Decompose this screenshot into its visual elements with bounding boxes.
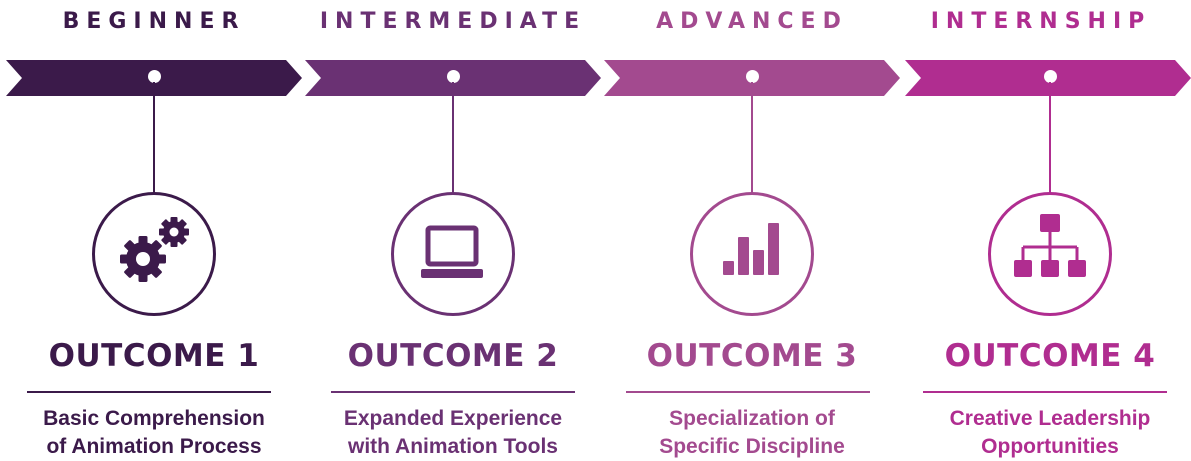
icon-circle — [690, 192, 814, 316]
stage-label: INTERMEDIATE — [319, 9, 587, 34]
timeline-node — [447, 70, 460, 83]
divider — [27, 391, 271, 393]
divider — [923, 391, 1167, 393]
connector-line — [751, 82, 753, 196]
icon-circle — [92, 192, 216, 316]
stage-label: INTERNSHIP — [930, 9, 1152, 34]
outcome-description: Expanded Experience with Animation Tools — [303, 405, 603, 461]
stage-internship: INTERNSHIP OUTCOME 4 — [891, 0, 1191, 459]
bar-chart-icon — [723, 223, 779, 275]
divider — [626, 391, 870, 393]
timeline-node — [746, 70, 759, 83]
connector-line — [153, 82, 155, 196]
org-chart-icon — [1014, 214, 1086, 277]
outcome-description: Basic Comprehension of Animation Process — [4, 405, 304, 461]
description-line: Basic Comprehension — [43, 407, 265, 430]
description-line: of Animation Process — [46, 435, 262, 458]
description-line: Opportunities — [981, 435, 1119, 458]
timeline-node — [148, 70, 161, 83]
description-line: Specific Discipline — [659, 435, 845, 458]
stage-label: BEGINNER — [62, 9, 246, 34]
outcome-title: OUTCOME 1 — [48, 338, 260, 374]
connector-line — [1049, 82, 1051, 196]
icon-circle — [988, 192, 1112, 316]
stage-advanced: ADVANCED OUTCOME 3 Specialization of Spe… — [602, 0, 902, 459]
stage-intermediate: INTERMEDIATE OUTCOME 2 Expanded Experien… — [303, 0, 603, 459]
outcome-title: OUTCOME 2 — [347, 338, 559, 374]
description-line: Expanded Experience — [343, 407, 563, 430]
description-line: Specialization of — [669, 407, 835, 430]
connector-line — [452, 82, 454, 196]
laptop-icon — [421, 225, 483, 278]
icon-circle — [391, 192, 515, 316]
stage-label: ADVANCED — [656, 9, 848, 34]
gears-icon — [120, 217, 189, 282]
outcome-description: Creative Leadership Opportunities — [900, 405, 1191, 461]
outcome-description: Specialization of Specific Discipline — [602, 405, 902, 461]
stage-beginner: BEGINNER — [4, 0, 304, 459]
description-line: with Animation Tools — [348, 435, 558, 458]
outcome-title: OUTCOME 3 — [646, 338, 858, 374]
description-line: Creative Leadership — [949, 407, 1151, 430]
outcome-title: OUTCOME 4 — [944, 338, 1156, 374]
divider — [331, 391, 575, 393]
timeline-arrow-segment — [905, 60, 1191, 96]
timeline-node — [1044, 70, 1057, 83]
